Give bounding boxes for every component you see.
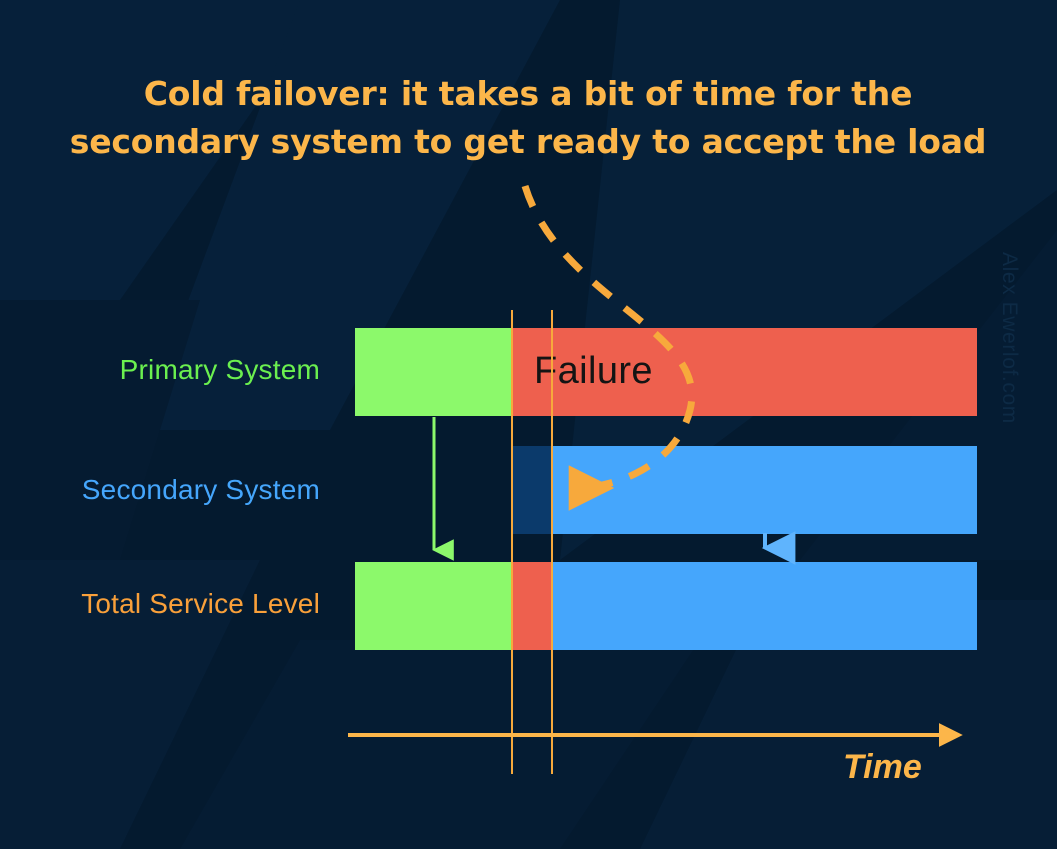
marker-line-ready xyxy=(551,310,553,774)
segment-secondary-idle xyxy=(355,446,512,534)
segment-total-primary xyxy=(355,562,512,650)
page-title: Cold failover: it takes a bit of time fo… xyxy=(69,74,987,161)
segment-total-secondary xyxy=(552,562,977,650)
watermark-credit: Alex Ewerlof.com xyxy=(998,252,1021,424)
segment-secondary-starting xyxy=(512,446,552,534)
marker-line-failure xyxy=(511,310,513,774)
bar-total-service-level xyxy=(355,562,977,650)
bar-primary-system xyxy=(355,328,977,416)
row-label-secondary: Secondary System xyxy=(81,474,320,505)
row-label-total: Total Service Level xyxy=(81,588,320,619)
segment-secondary-up xyxy=(552,446,977,534)
bar-secondary-system xyxy=(355,446,977,534)
segment-primary-up xyxy=(355,328,512,416)
row-label-primary: Primary System xyxy=(119,354,320,385)
segment-total-outage xyxy=(512,562,552,650)
axis-label-time: Time xyxy=(843,748,922,786)
